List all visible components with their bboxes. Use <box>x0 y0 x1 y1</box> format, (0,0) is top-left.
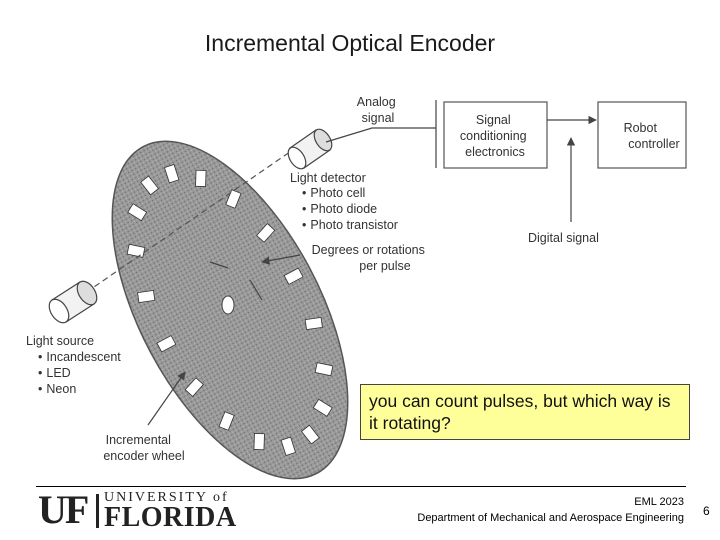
analog-signal-label: Analog signal <box>357 95 399 125</box>
digital-signal-label: Digital signal <box>528 231 599 245</box>
encoder-slot <box>137 289 156 304</box>
uf-logo: UF UNIVERSITY of FLORIDA <box>38 490 248 532</box>
wheel-pointer-arrow <box>147 371 186 426</box>
encoder-slot <box>253 433 265 451</box>
logo-florida: FLORIDA <box>104 502 237 533</box>
degrees-pointer-arrow <box>261 254 301 265</box>
encoder-slot <box>218 411 235 431</box>
encoder-slot <box>256 223 276 243</box>
footer-divider <box>36 486 686 487</box>
question-callout: you can count pulses, but which way is i… <box>360 384 690 440</box>
encoder-slot <box>314 362 334 377</box>
slide-title: Incremental Optical Encoder <box>204 30 496 56</box>
encoder-slots <box>126 164 334 456</box>
light-detector-label: Light detector •Photo cell •Photo diode … <box>290 171 398 232</box>
encoder-slot <box>195 169 207 187</box>
logo-divider-bar <box>96 494 99 528</box>
light-path <box>77 144 301 299</box>
encoder-wheel-label: Incremental encoder wheel <box>103 433 184 463</box>
degrees-per-pulse-label: Degrees or rotations per pulse <box>312 243 429 273</box>
encoder-slot <box>127 203 148 222</box>
robot-controller-box <box>597 101 687 169</box>
encoder-slot <box>312 398 333 417</box>
encoder-slot <box>300 424 320 445</box>
logo-university-of: UNIVERSITY of <box>104 490 229 505</box>
encoder-slot <box>163 164 180 184</box>
signal-conditioning-box <box>443 101 548 169</box>
encoder-slot <box>304 316 323 331</box>
light-source-label: Light source •Incandescent •LED •Neon <box>26 334 124 396</box>
encoder-slot <box>156 335 177 353</box>
robot-controller-label: Robot controller <box>624 121 680 151</box>
wheel-hub <box>221 295 235 315</box>
light-source-icon <box>48 280 98 324</box>
encoder-slot <box>184 377 204 397</box>
logo-uf-letters: UF <box>38 487 89 532</box>
encoder-slot <box>280 436 297 456</box>
course-code: EML 2023 <box>634 496 684 508</box>
encoder-slot <box>140 175 160 196</box>
signal-conditioning-label: Signal conditioning electronics <box>460 113 530 159</box>
encoder-wheel <box>111 140 349 480</box>
slot-pitch-mark-a <box>209 261 229 269</box>
encoder-slot <box>283 267 304 285</box>
light-detector-icon <box>287 128 333 170</box>
slot-pitch-mark-b <box>249 279 263 301</box>
encoder-slot <box>225 189 242 209</box>
page-number: 6 <box>703 504 710 518</box>
department-name: Department of Mechanical and Aerospace E… <box>417 512 684 524</box>
analog-signal-wire <box>325 127 436 143</box>
encoder-diagram: Analog signal Signal conditioning electr… <box>26 95 687 480</box>
